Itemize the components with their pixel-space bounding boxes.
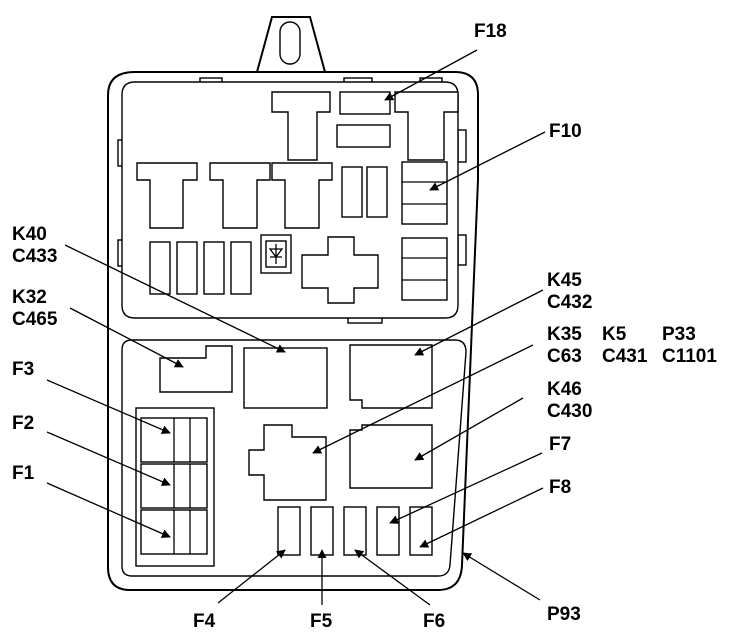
label-f10: F10	[549, 121, 582, 142]
label-f2: F2	[12, 413, 35, 434]
upper-relays	[136, 91, 459, 229]
label-f3: F3	[12, 359, 35, 380]
label-k46: K46	[547, 379, 582, 400]
label-f4: F4	[193, 611, 216, 632]
label-f8: F8	[549, 477, 572, 498]
label-p93: P93	[547, 604, 581, 625]
label-f18: F18	[474, 21, 507, 42]
diode-component	[260, 234, 292, 274]
label-f1: F1	[12, 463, 35, 484]
label-p33: P33	[662, 324, 696, 345]
label-k32: K32	[12, 287, 47, 308]
label-k5: K5	[602, 324, 627, 345]
callout-leaders	[46, 49, 546, 606]
mounting-tab	[256, 16, 326, 73]
label-f7: F7	[549, 434, 572, 455]
upper-cross-connector	[301, 236, 379, 304]
label-c432: C432	[547, 292, 593, 313]
label-f5: F5	[310, 611, 333, 632]
label-k40: K40	[12, 224, 47, 245]
label-k35: K35	[547, 324, 582, 345]
label-c465: C465	[12, 309, 58, 330]
label-c63: C63	[547, 346, 582, 367]
label-c431: C431	[602, 346, 648, 367]
label-c430: C430	[547, 401, 593, 422]
label-f6: F6	[423, 611, 446, 632]
label-c433: C433	[12, 246, 58, 267]
label-k45: K45	[547, 270, 582, 291]
lower-components	[135, 344, 433, 567]
label-c1101: C1101	[662, 346, 717, 367]
upper-fuses	[149, 91, 448, 301]
